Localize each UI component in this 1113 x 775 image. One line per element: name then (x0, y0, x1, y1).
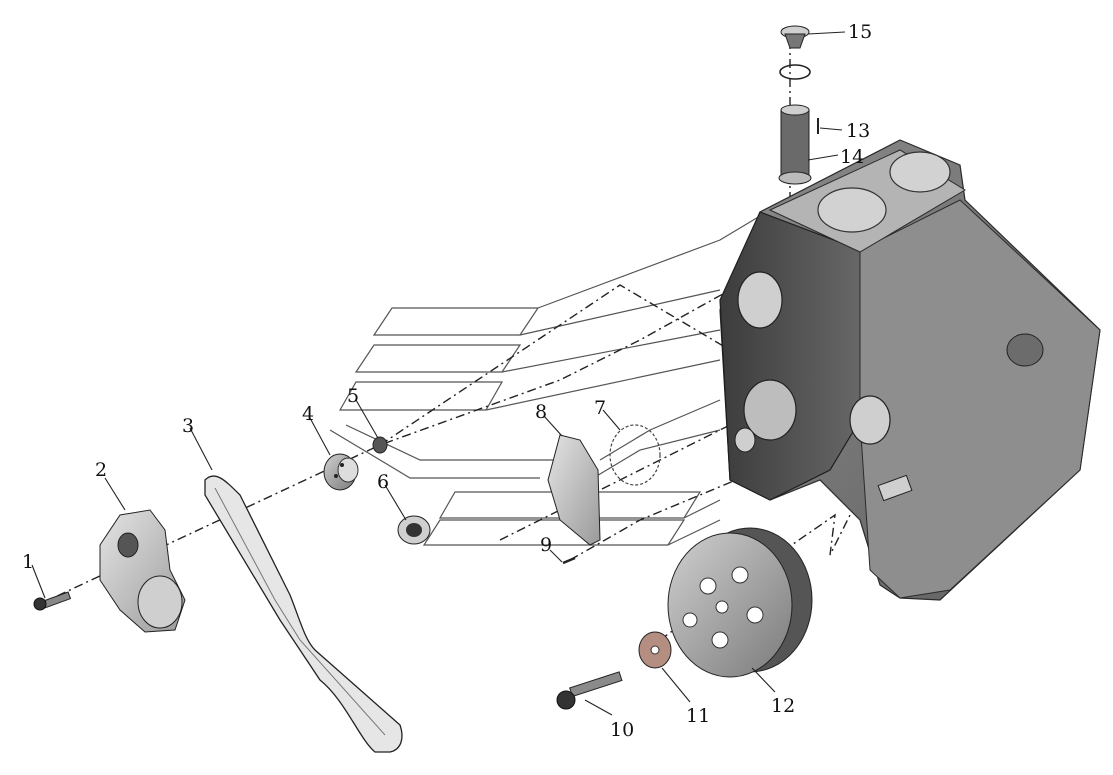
leader-lines (31, 31, 846, 716)
callout-1: 1 (22, 551, 34, 573)
pulley-6 (397, 515, 431, 545)
callout-7: 7 (594, 397, 606, 419)
callout-labels: 1 2 3 4 5 6 7 8 9 10 11 12 13 14 15 (22, 21, 872, 741)
guide-frames (329, 197, 791, 546)
callout-5: 5 (347, 385, 359, 407)
callout-12: 12 (771, 695, 795, 717)
callout-4: 4 (302, 403, 314, 425)
callout-6: 6 (377, 471, 389, 493)
washer-11 (638, 631, 672, 669)
callout-2: 2 (95, 459, 107, 481)
bracket-8 (547, 434, 601, 546)
callout-10: 10 (610, 719, 634, 741)
o-ring (779, 64, 811, 80)
engine-block (719, 139, 1101, 601)
filler-tube (778, 104, 812, 185)
callout-15: 15 (848, 21, 872, 43)
callout-13: 13 (846, 120, 870, 142)
bolt-9 (562, 556, 576, 565)
tensioner-2 (99, 509, 186, 633)
callout-11: 11 (686, 705, 710, 727)
callout-8: 8 (535, 401, 547, 423)
gasket-7 (609, 424, 661, 486)
bolt-1 (33, 591, 72, 611)
crank-pulley-12 (667, 527, 813, 678)
callout-9: 9 (540, 534, 552, 556)
callout-3: 3 (182, 415, 194, 437)
idler-pulley-4 (323, 453, 359, 491)
callout-14: 14 (840, 146, 864, 168)
bushing-5 (372, 436, 388, 454)
belt-3 (204, 475, 403, 753)
bolt-10 (556, 671, 623, 710)
filler-cap (780, 25, 810, 49)
